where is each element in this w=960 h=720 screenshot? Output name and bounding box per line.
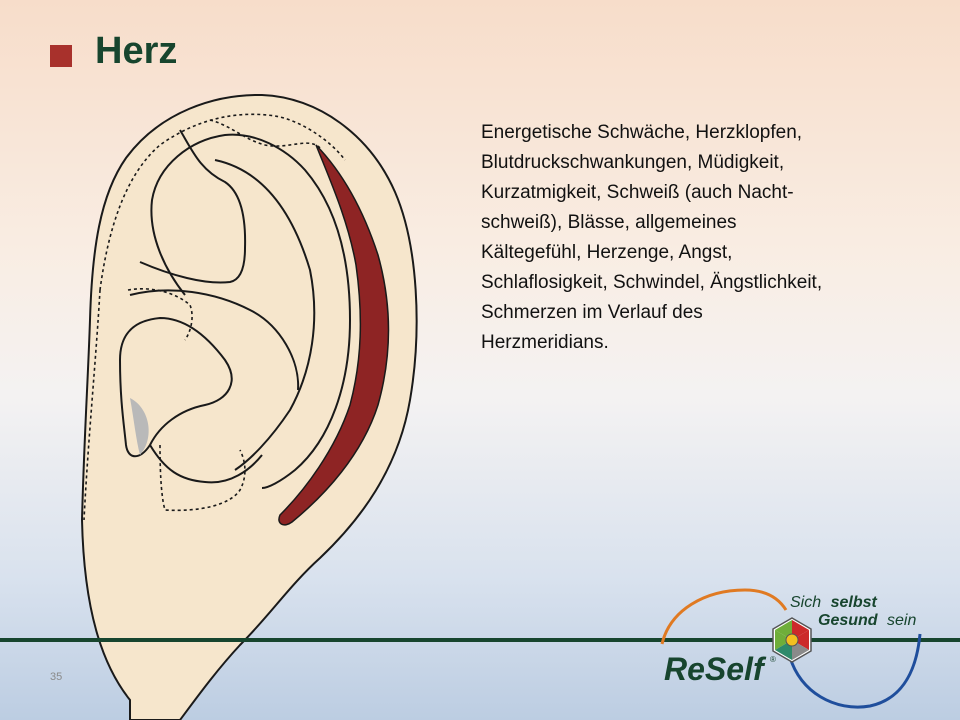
ear-dotted-lobe bbox=[159, 444, 246, 512]
logo-orange-arc bbox=[660, 588, 788, 645]
reself-logo: Sich selbst Gesund sein ReSelf ® bbox=[660, 588, 922, 709]
symptom-line: Kältegefühl, Herzenge, Angst, bbox=[481, 242, 733, 263]
svg-text:Sich selbst: Sich selbst bbox=[790, 594, 877, 611]
ear-dotted-lobe-edge bbox=[83, 289, 101, 521]
logo-tagline-sein: sein bbox=[887, 612, 916, 629]
logo-wordmark: ReSelf bbox=[664, 651, 767, 687]
ear-dotted-margin bbox=[99, 113, 346, 291]
symptom-line: Energetische Schwäche, Herzklopfen, bbox=[481, 122, 803, 143]
svg-text:Gesund sein: Gesund sein bbox=[818, 612, 916, 629]
footer-rule bbox=[0, 638, 960, 642]
logo-blue-arc bbox=[788, 633, 922, 709]
ear-antihelix bbox=[214, 159, 316, 471]
symptom-description: Energetische Schwäche, Herzklopfen, Blut… bbox=[481, 118, 921, 358]
title-bullet bbox=[50, 45, 72, 67]
ear-canal-shadow bbox=[130, 398, 149, 455]
symptom-line: Herzmeridians. bbox=[481, 332, 609, 353]
symptom-line: schweiß), Blässe, allgemeines bbox=[481, 212, 737, 233]
symptom-line: Blutdruckschwankungen, Müdigkeit, bbox=[481, 152, 785, 173]
ear-dotted-fossa bbox=[127, 287, 193, 341]
ear-crus-lower bbox=[129, 289, 300, 391]
logo-tagline-gesund: Gesund bbox=[818, 612, 879, 629]
ear-outline bbox=[80, 93, 418, 720]
logo-hexagon-icon bbox=[772, 617, 812, 663]
logo-registered-mark: ® bbox=[770, 655, 776, 664]
symptom-line: Kurzatmigkeit, Schweiß (auch Nacht- bbox=[481, 182, 794, 203]
slide-title: Herz bbox=[95, 30, 178, 72]
ear-helix-inner bbox=[150, 133, 352, 489]
logo-tagline-sich: Sich bbox=[790, 594, 821, 611]
ear-concha bbox=[118, 316, 233, 458]
ear-tragus bbox=[149, 444, 263, 484]
ear-crus-upper bbox=[139, 129, 247, 284]
logo-tagline-selbst: selbst bbox=[831, 594, 878, 611]
symptom-line: Schlaflosigkeit, Schwindel, Ängstlichkei… bbox=[481, 272, 823, 293]
ear-dotted-top bbox=[209, 119, 323, 151]
heart-zone-highlight bbox=[278, 144, 390, 526]
symptom-line: Schmerzen im Verlauf des bbox=[481, 302, 703, 323]
page-number: 35 bbox=[50, 671, 63, 683]
